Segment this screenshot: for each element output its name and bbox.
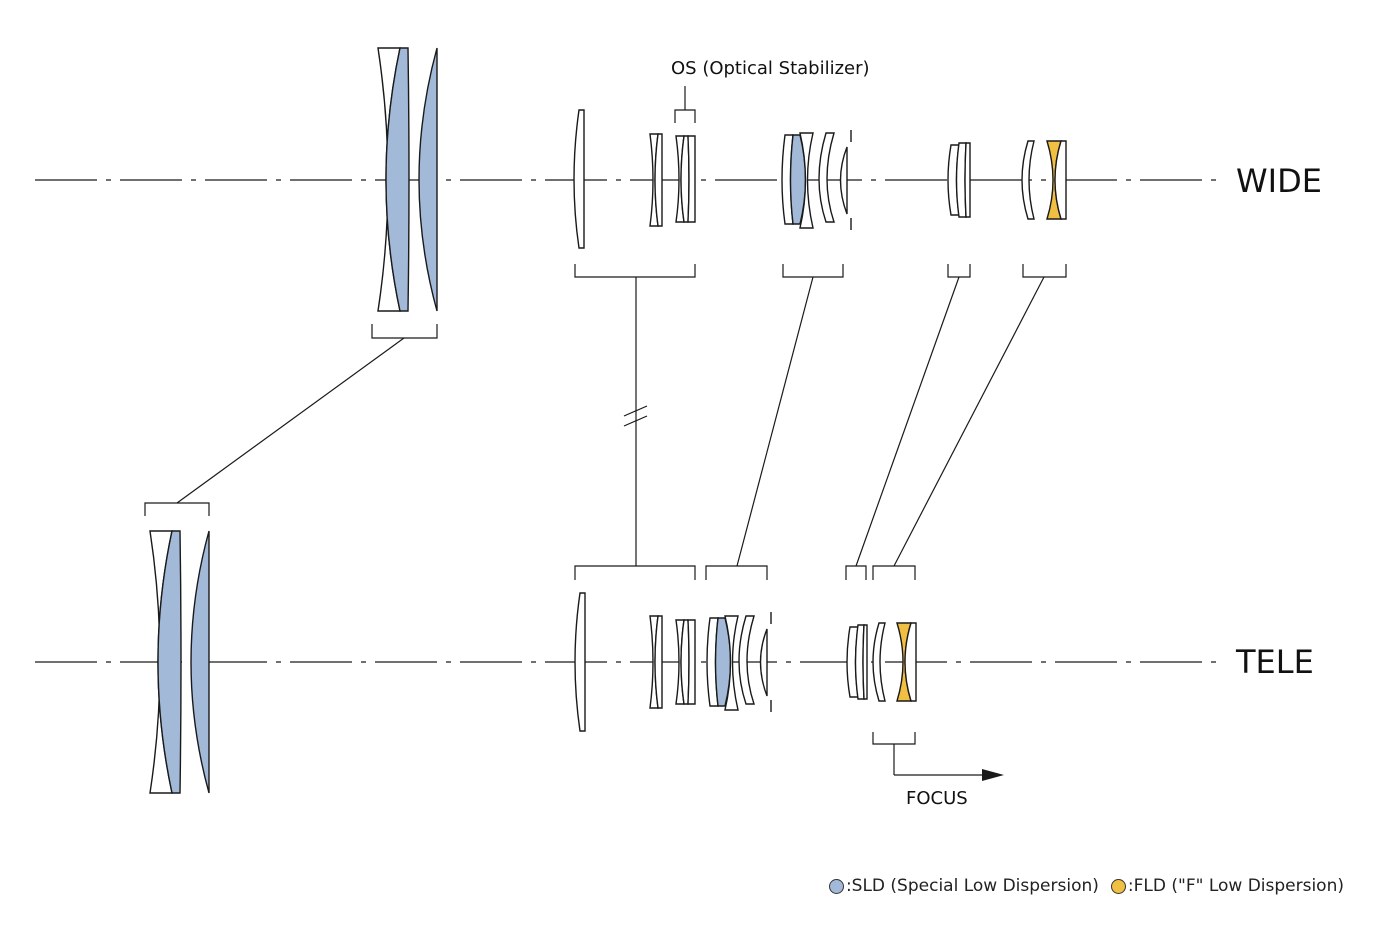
wide-group-brackets xyxy=(371,86,1067,339)
sld-element xyxy=(418,47,438,312)
focus-label: FOCUS xyxy=(906,788,968,809)
legend: :SLD (Special Low Dispersion) :FLD ("F" … xyxy=(817,874,1344,898)
sld-swatch-icon xyxy=(828,878,844,894)
focus-arrow xyxy=(893,744,1004,781)
wide-group-2 xyxy=(573,109,696,249)
wide-group-5 xyxy=(1021,140,1067,220)
wide-group-1 xyxy=(377,47,438,312)
legend-item-fld: :FLD ("F" Low Dispersion) xyxy=(1110,876,1344,896)
legend-label-fld: :FLD ("F" Low Dispersion) xyxy=(1127,876,1344,896)
tele-label: TELE xyxy=(1235,643,1314,681)
tele-group-brackets xyxy=(144,502,916,745)
legend-label-sld: :SLD (Special Low Dispersion) xyxy=(845,876,1099,896)
wide-label: WIDE xyxy=(1236,162,1322,200)
tele-group-1 xyxy=(149,530,210,794)
wide-group-4 xyxy=(947,142,971,218)
tele-group-4 xyxy=(846,624,868,700)
sld-element xyxy=(190,530,210,794)
legend-item-sld: :SLD (Special Low Dispersion) xyxy=(828,876,1099,896)
sld-element xyxy=(157,530,182,794)
group-connector-lines xyxy=(176,276,1045,567)
wide-group-3 xyxy=(781,130,852,230)
tele-group-5 xyxy=(872,622,917,702)
tele-group-2 xyxy=(574,592,696,732)
tele-group-3 xyxy=(706,612,772,712)
fld-swatch-icon xyxy=(1110,878,1126,894)
os-label: OS (Optical Stabilizer) xyxy=(671,58,870,79)
sld-element xyxy=(385,47,410,312)
